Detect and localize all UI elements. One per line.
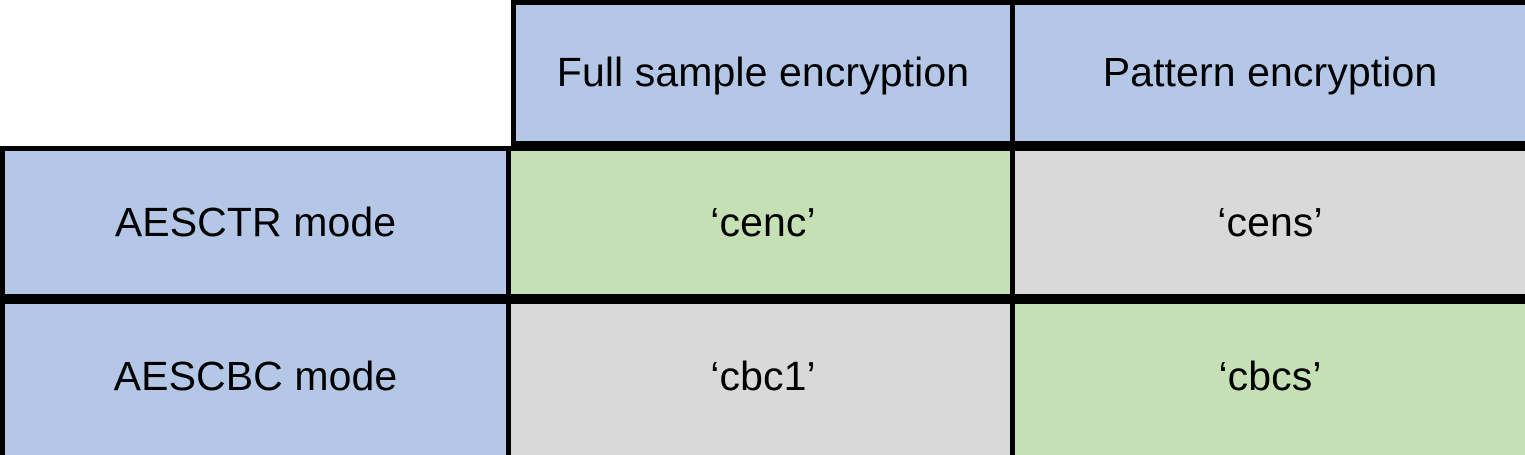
cell-aescbc-full-sample: ‘cbc1’ <box>511 299 1015 455</box>
cell-border-right <box>1010 299 1015 455</box>
cell-value: ‘cbc1’ <box>710 353 816 400</box>
cell-aesctr-full-sample: ‘cenc’ <box>511 146 1015 299</box>
cell-border-right <box>1010 0 1015 146</box>
row-header-label: AESCBC mode <box>113 353 398 400</box>
cell-border-right <box>506 299 511 455</box>
cell-value: ‘cbcs’ <box>1218 353 1322 400</box>
cell-border-right <box>506 146 511 299</box>
cell-border-left <box>0 146 5 299</box>
cell-border-right <box>1010 146 1015 299</box>
column-header-pattern-encryption: Pattern encryption <box>1015 0 1525 146</box>
row-header-aescbc-mode: AESCBC mode <box>0 299 511 455</box>
cell-value: ‘cenc’ <box>710 198 816 245</box>
cell-value: ‘cens’ <box>1217 198 1323 245</box>
cell-aescbc-pattern: ‘cbcs’ <box>1015 299 1525 455</box>
row-header-aesctr-mode: AESCTR mode <box>0 146 511 299</box>
column-header-label: Full sample encryption <box>556 49 970 96</box>
cell-aesctr-pattern: ‘cens’ <box>1015 146 1525 299</box>
table-corner-cell <box>0 0 511 146</box>
column-header-full-sample-encryption: Full sample encryption <box>511 0 1015 146</box>
cell-border-left <box>0 299 5 455</box>
row-header-label: AESCTR mode <box>114 198 397 245</box>
cell-border-left <box>511 0 516 146</box>
column-header-label: Pattern encryption <box>1102 49 1438 96</box>
